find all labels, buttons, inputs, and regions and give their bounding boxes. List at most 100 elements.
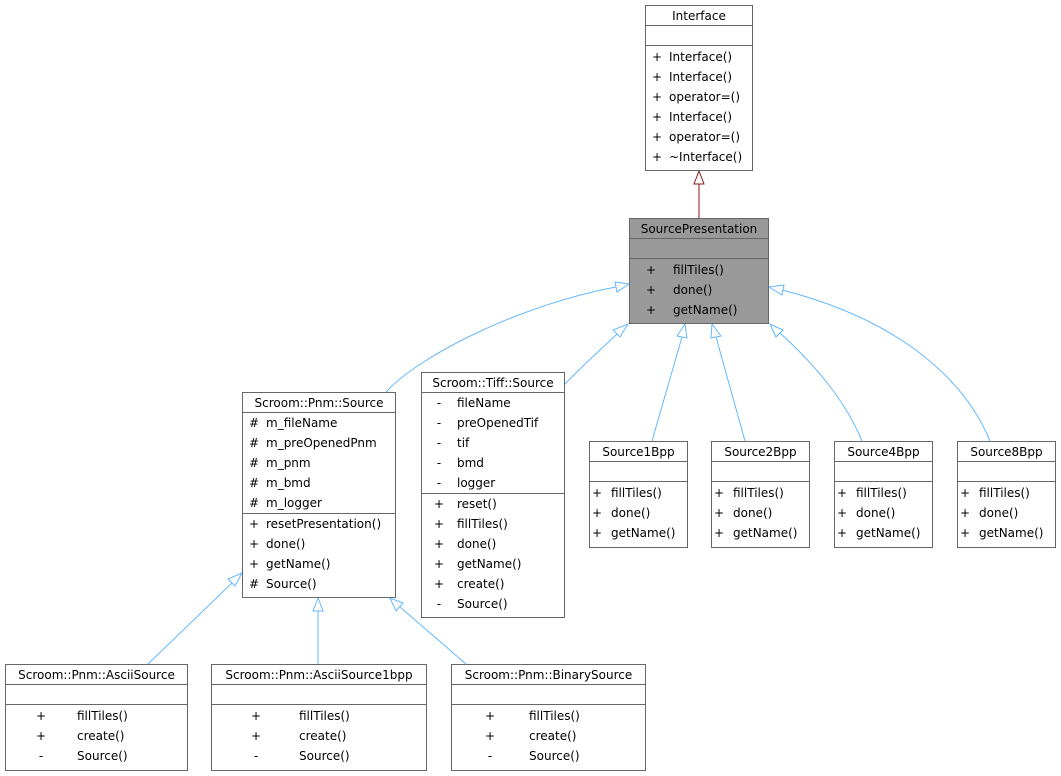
method-row: +getName() <box>958 523 1055 543</box>
method-name: fillTiles() <box>733 486 784 500</box>
method-name: resetPresentation() <box>266 517 382 531</box>
edge-source1bpp-sourcepresentation <box>651 336 683 442</box>
attribute-row: -tif <box>422 433 564 453</box>
method-row: +done() <box>422 534 564 554</box>
method-row: +~Interface() <box>646 147 752 167</box>
method-row: + Interface() <box>646 47 752 67</box>
class-node-source4bpp[interactable]: Source4Bpp +fillTiles() +done() +getName… <box>834 441 933 548</box>
method-name: fillTiles() <box>299 709 350 723</box>
method-row: +Interface() <box>646 67 752 87</box>
method-name: Interface() <box>669 50 733 64</box>
visibility-marker: - <box>487 749 493 763</box>
attribute-row: # m_fileName <box>243 413 395 433</box>
method-row: -Source() <box>6 746 187 766</box>
arrowhead-interface <box>693 169 705 185</box>
method-row: +getName() <box>243 554 395 574</box>
method-name: Source() <box>77 749 128 763</box>
attributes-section <box>452 685 645 705</box>
class-title: Scroom::Pnm::AsciiSource <box>6 665 187 685</box>
attribute-row: -fileName <box>422 393 564 413</box>
visibility-marker: # <box>249 476 260 490</box>
method-name: fillTiles() <box>611 486 662 500</box>
methods-section: +fillTiles() +done() +getName() <box>712 482 809 543</box>
method-name: create() <box>77 729 125 743</box>
class-node-source2bpp[interactable]: Source2Bpp +fillTiles() +done() +getName… <box>711 441 810 548</box>
attribute-name: tif <box>457 436 470 450</box>
attribute-name: m_fileName <box>266 416 338 430</box>
method-row: +fillTiles() <box>452 706 645 726</box>
class-node-source8bpp[interactable]: Source8Bpp +fillTiles() +done() +getName… <box>957 441 1056 548</box>
visibility-marker: + <box>652 130 663 144</box>
class-node-source1bpp[interactable]: Source1Bpp +fillTiles() +done() +getName… <box>589 441 688 548</box>
class-node-pnm-source[interactable]: Scroom::Pnm::Source #m_fileName #m_preOp… <box>242 392 396 598</box>
class-title: Scroom::Pnm::Source <box>243 393 395 413</box>
class-node-sourcepresentation[interactable]: SourcePresentation +fillTiles() +done() … <box>629 218 769 324</box>
visibility-marker: + <box>960 486 971 500</box>
methods-section: +resetPresentation() +done() +getName() … <box>243 514 395 594</box>
method-name: fillTiles() <box>529 709 580 723</box>
edge-binarysource-pnmsource <box>399 606 467 665</box>
visibility-marker: + <box>251 729 262 743</box>
method-name: create() <box>299 729 347 743</box>
attribute-row: # m_preOpenedPnm <box>243 433 395 453</box>
methods-section: +fillTiles() +done() +getName() <box>958 482 1055 543</box>
attributes-section <box>590 462 687 482</box>
method-name: done() <box>856 506 896 520</box>
attribute-row: #m_logger <box>243 493 395 513</box>
visibility-marker: + <box>646 263 657 277</box>
attribute-name: m_preOpenedPnm <box>266 436 377 450</box>
visibility-marker: - <box>253 749 259 763</box>
methods-section: +reset() +fillTiles() +done() +getName()… <box>422 494 564 614</box>
method-row: +fillTiles() <box>6 706 187 726</box>
method-row: + Interface() <box>646 107 752 127</box>
class-node-ascii-source-1bpp[interactable]: Scroom::Pnm::AsciiSource1bpp +fillTiles(… <box>211 664 427 771</box>
attribute-row: -bmd <box>422 453 564 473</box>
arrowhead-asciisource1bpp <box>312 596 324 612</box>
methods-section: +fillTiles() +create() -Source() <box>452 705 645 766</box>
method-row: + create() <box>212 726 426 746</box>
visibility-marker: - <box>436 597 442 611</box>
attributes-section <box>630 239 768 259</box>
method-name: getName() <box>979 526 1044 540</box>
attributes-section: -fileName -preOpenedTif -tif -bmd -logge… <box>422 393 564 494</box>
method-row: -Source() <box>422 594 564 614</box>
method-name: Interface() <box>669 110 733 124</box>
arrowhead-source4bpp <box>768 322 784 338</box>
attributes-section <box>6 685 187 705</box>
attributes-section <box>958 462 1055 482</box>
method-row: +getName() <box>630 300 768 320</box>
method-name: fillTiles() <box>673 263 724 277</box>
visibility-marker: + <box>652 50 663 64</box>
class-node-tiff-source[interactable]: Scroom::Tiff::Source -fileName -preOpene… <box>421 372 565 618</box>
attributes-section <box>835 462 932 482</box>
attribute-name: logger <box>457 476 496 490</box>
class-node-ascii-source[interactable]: Scroom::Pnm::AsciiSource +fillTiles() +c… <box>5 664 188 771</box>
class-node-interface[interactable]: Interface +Interface() +Interface() +ope… <box>645 5 753 171</box>
class-title: Source8Bpp <box>958 442 1055 462</box>
method-row: #Source() <box>243 574 395 594</box>
arrowhead-source8bpp <box>767 284 785 296</box>
class-title: Interface <box>646 6 752 26</box>
method-name: Source() <box>299 749 350 763</box>
method-row: +create() <box>422 574 564 594</box>
edge-source8bpp-sourcepresentation <box>781 289 991 442</box>
visibility-marker: + <box>714 506 725 520</box>
method-row: +fillTiles() <box>212 706 426 726</box>
attributes-section <box>212 685 426 705</box>
visibility-marker: # <box>249 416 260 430</box>
method-row: +fillTiles() <box>835 483 932 503</box>
attribute-row: #m_pnm <box>243 453 395 473</box>
method-row: +done() <box>835 503 932 523</box>
method-row: +create() <box>6 726 187 746</box>
visibility-marker: + <box>652 110 663 124</box>
attribute-row: -preOpenedTif <box>422 413 564 433</box>
visibility-marker: # <box>249 436 260 450</box>
method-row: +fillTiles() <box>712 483 809 503</box>
method-name: done() <box>673 283 713 297</box>
arrowhead-tiffsource <box>612 322 630 338</box>
class-node-binary-source[interactable]: Scroom::Pnm::BinarySource +fillTiles() +… <box>451 664 646 771</box>
visibility-marker: + <box>592 526 603 540</box>
method-row: +resetPresentation() <box>243 514 395 534</box>
method-row: - Source() <box>212 746 426 766</box>
